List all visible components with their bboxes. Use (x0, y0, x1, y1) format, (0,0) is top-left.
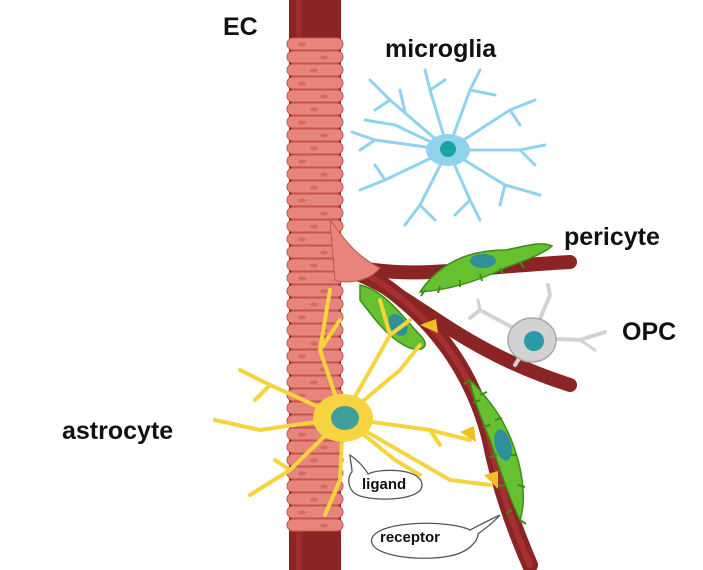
receptor-bubble (371, 514, 501, 559)
endothelial-cell (286, 505, 344, 519)
endothelial-nucleus (298, 159, 306, 164)
endothelial-cell (286, 76, 344, 90)
endothelial-nucleus (298, 81, 306, 86)
endothelial-cell (286, 128, 344, 142)
endothelial-cell (286, 89, 344, 103)
endothelial-nucleus (310, 224, 318, 229)
endothelial-junction (329, 218, 381, 283)
endothelial-nucleus (298, 276, 306, 281)
endothelial-nucleus (298, 237, 306, 242)
endothelial-cell (286, 518, 344, 532)
ligand-label: ligand (362, 476, 407, 493)
endothelial-nucleus (298, 42, 306, 47)
endothelial-cell (286, 466, 344, 480)
microglia-nucleus (440, 141, 456, 157)
endothelial-nucleus (310, 68, 318, 73)
microglia-cell (350, 68, 547, 227)
opc-cell (468, 283, 607, 367)
endothelial-nucleus (320, 211, 328, 216)
endothelial-cell (286, 349, 344, 363)
ec-label: EC (223, 13, 258, 41)
endothelial-nucleus (298, 315, 306, 320)
endothelial-nucleus (310, 341, 318, 346)
endothelial-nucleus (320, 289, 328, 294)
endothelial-nucleus (310, 107, 318, 112)
endothelial-nucleus (310, 302, 318, 307)
endothelial-cell (286, 310, 344, 324)
endothelial-cell (286, 50, 344, 64)
astrocyte-nucleus (331, 406, 359, 430)
endothelial-cell (286, 193, 344, 207)
endothelial-nucleus (320, 523, 328, 528)
endothelial-cell (286, 37, 344, 51)
endothelial-nucleus (310, 497, 318, 502)
endothelial-nucleus (298, 120, 306, 125)
pericyte-lower (359, 284, 527, 525)
endothelial-nucleus (320, 94, 328, 99)
endothelial-cell (286, 154, 344, 168)
endothelial-nucleus (320, 172, 328, 177)
endothelial-nucleus (298, 198, 306, 203)
endothelial-nucleus (310, 380, 318, 385)
ligand-bubble (348, 453, 423, 500)
receptor-label: receptor (380, 529, 441, 546)
opc-label: OPC (622, 318, 677, 346)
microglia-label: microglia (385, 35, 497, 63)
endothelial-nucleus (310, 263, 318, 268)
endothelial-nucleus (320, 133, 328, 138)
endothelial-nucleus (298, 471, 306, 476)
astrocyte-endfeet (420, 319, 498, 489)
endothelial-cell (286, 479, 344, 493)
endothelial-nucleus (298, 510, 306, 515)
endothelial-nucleus (320, 55, 328, 60)
endothelial-nucleus (320, 445, 328, 450)
endothelial-nucleus (298, 432, 306, 437)
endothelial-nucleus (298, 354, 306, 359)
endothelial-nucleus (310, 185, 318, 190)
endothelial-nucleus (320, 484, 328, 489)
endothelial-nucleus (310, 458, 318, 463)
endothelial-nucleus (320, 250, 328, 255)
endothelial-cell (286, 206, 344, 220)
pericyte-upper (418, 243, 554, 297)
endothelial-nucleus (310, 146, 318, 151)
pericyte-label: pericyte (564, 223, 660, 251)
astrocyte-label: astrocyte (62, 417, 174, 445)
endothelial-cell (286, 167, 344, 181)
endothelial-cell (286, 362, 344, 376)
endothelial-cell (286, 284, 344, 298)
endothelial-cell (286, 115, 344, 129)
